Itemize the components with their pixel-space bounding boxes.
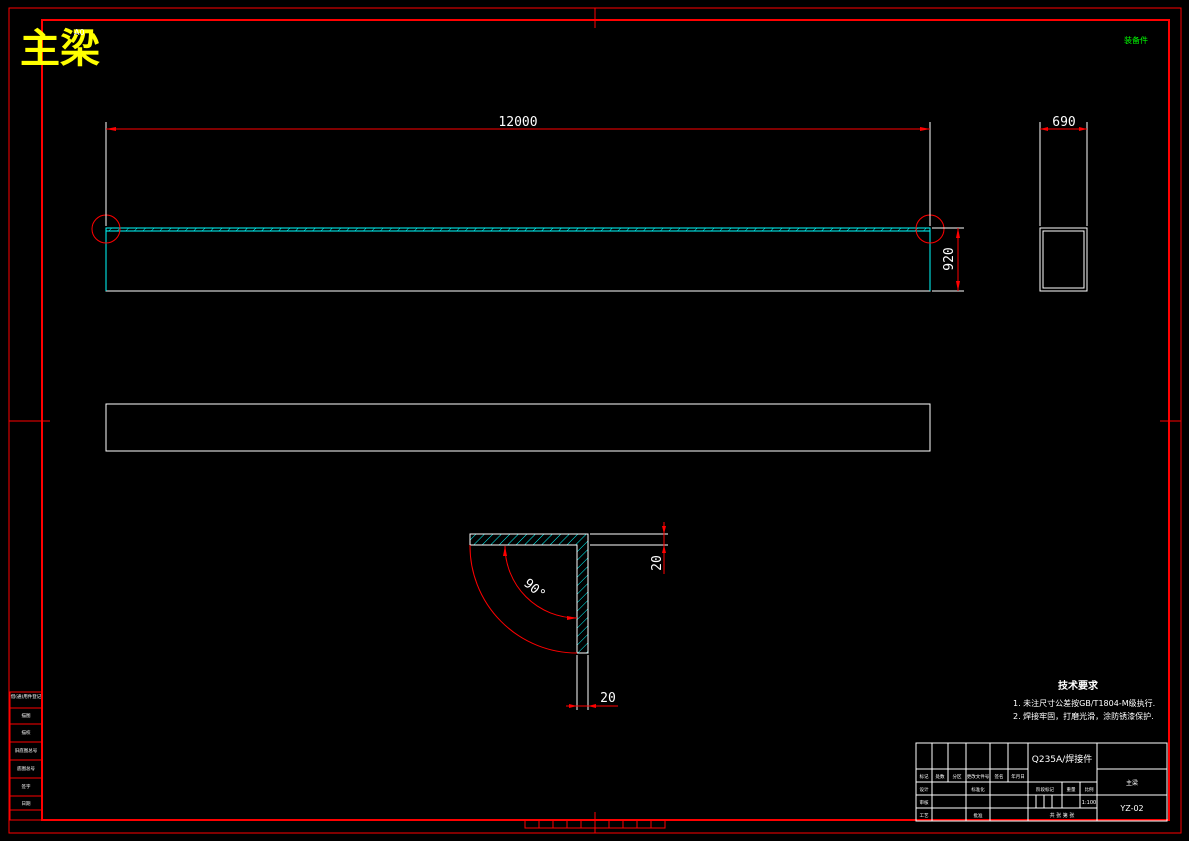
tb-label-approve: 批准 <box>974 812 983 819</box>
tb-label-sheets: 共 张 第 张 <box>1050 812 1075 819</box>
dimension-length: 12000 <box>105 115 931 226</box>
technical-notes: 技术要求 1. 未注尺寸公差按GB/T1804-M级执行. 2. 焊接牢固，打磨… <box>1013 679 1155 721</box>
tb-header-zone: 分区 <box>953 773 962 780</box>
section-detail: 90° 20 20 <box>469 522 668 710</box>
tb-label-review: 审核 <box>920 799 929 806</box>
dimension-thickness-bottom-text: 20 <box>600 691 616 706</box>
tb-label-scale: 比例 <box>1085 786 1094 793</box>
drawing-frame <box>8 7 1182 834</box>
material-text: Q235A/焊接件 <box>1032 753 1092 765</box>
left-strip-item: 日期 <box>22 801 31 807</box>
left-strip-item: 借(通)用件登记 <box>11 693 42 700</box>
tb-header-sign: 签名 <box>995 773 1004 780</box>
left-strip-item: 签字 <box>22 783 31 790</box>
tb-header-count: 处数 <box>936 773 945 780</box>
tb-header-date: 年月日 <box>1011 773 1025 780</box>
left-strip-item: 旧底图总号 <box>15 747 38 754</box>
side-view: 690 <box>1039 115 1088 292</box>
top-right-label: 装备件 <box>1124 35 1148 45</box>
dimension-height: 920 <box>932 227 964 292</box>
notes-item-1: 1. 未注尺寸公差按GB/T1804-M级执行. <box>1013 698 1155 708</box>
front-view <box>91 214 945 292</box>
dimension-thickness-top-text: 20 <box>650 555 665 571</box>
left-strip-table <box>9 691 43 821</box>
left-strip-item: 描校 <box>22 729 31 736</box>
tb-label-standard: 标准化 <box>971 786 985 793</box>
drawing-number-text: YZ-02 <box>1119 804 1143 813</box>
dimension-length-text: 12000 <box>498 115 537 130</box>
left-strip-item: 底图总号 <box>17 765 35 772</box>
dimension-angle-text: 90° <box>520 576 548 603</box>
notes-heading: 技术要求 <box>1058 679 1099 692</box>
drawing-title: 主梁 <box>20 25 100 72</box>
left-strip-item: 描图 <box>22 712 31 719</box>
dimension-height-text: 920 <box>942 247 957 270</box>
tb-label-stage: 阶段标记 <box>1036 786 1054 793</box>
part-name-text: 主梁 <box>1126 779 1138 787</box>
tb-label-design: 设计 <box>920 786 929 793</box>
tb-label-weight: 重量 <box>1067 786 1076 793</box>
notes-item-2: 2. 焊接牢固，打磨光滑，涂防锈漆保护. <box>1013 711 1154 721</box>
title-block <box>915 742 1168 822</box>
scale-text: 1:100 <box>1082 800 1096 806</box>
tb-header-doc: 更改文件号 <box>967 773 990 780</box>
tb-label-process: 工艺 <box>920 813 929 819</box>
top-view <box>105 403 931 452</box>
tb-header-mark: 标记 <box>920 773 929 780</box>
sheet-size-label: A0 <box>74 28 85 37</box>
dimension-width-text: 690 <box>1052 115 1075 130</box>
